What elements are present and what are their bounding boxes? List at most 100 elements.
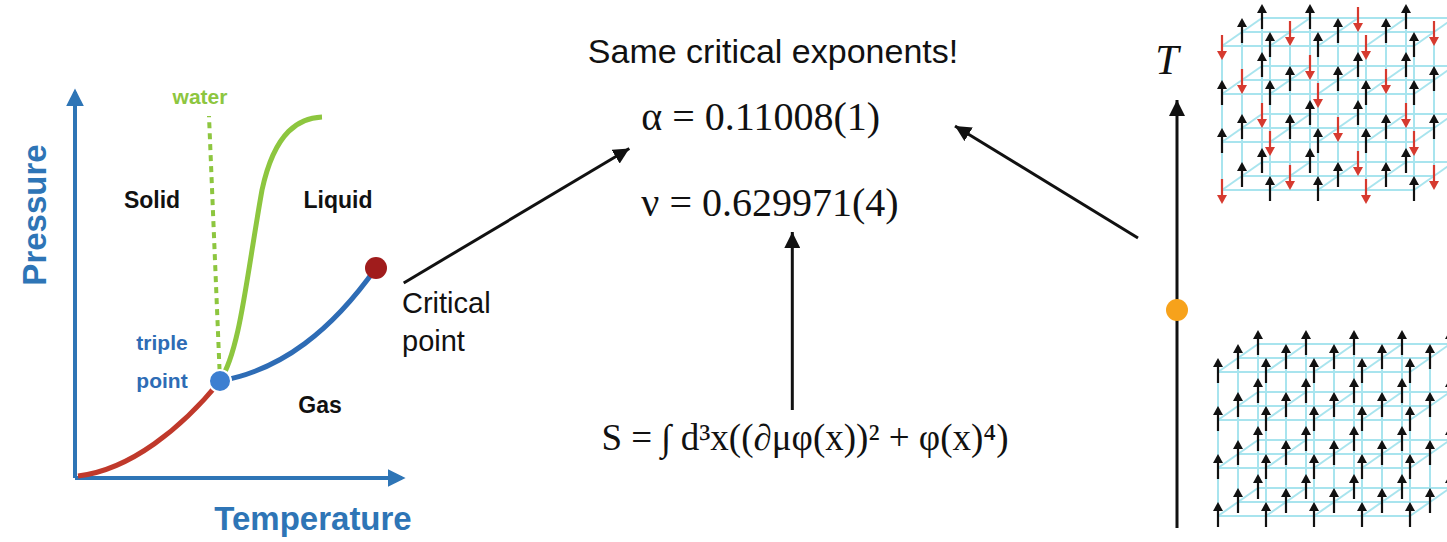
spin-down bbox=[1353, 151, 1363, 176]
diagram-title: Same critical exponents! bbox=[588, 32, 958, 71]
lattice-bond bbox=[1314, 344, 1354, 372]
spin-up bbox=[1409, 32, 1419, 57]
spin-shaft bbox=[1309, 55, 1311, 72]
spin-head bbox=[1253, 426, 1263, 435]
spin-up bbox=[1405, 454, 1415, 479]
spin-shaft bbox=[1317, 83, 1319, 100]
spin-up bbox=[1377, 440, 1387, 465]
spin-shaft bbox=[1257, 434, 1259, 451]
spin-up bbox=[1329, 392, 1339, 417]
spin-shaft bbox=[1261, 12, 1263, 29]
spin-head bbox=[1361, 195, 1371, 204]
spin-shaft bbox=[1385, 69, 1387, 86]
spin-down bbox=[1429, 165, 1439, 190]
lattice-bond bbox=[1318, 66, 1358, 94]
spin-up bbox=[1333, 66, 1343, 91]
lattice-bond bbox=[1365, 46, 1367, 190]
spin-head bbox=[1361, 128, 1371, 137]
spin-up bbox=[1397, 330, 1407, 355]
spin-up bbox=[1261, 358, 1271, 383]
lattice-bond bbox=[1266, 344, 1306, 372]
spin-up bbox=[1401, 148, 1411, 173]
region-label: Gas bbox=[298, 392, 341, 418]
spin-head bbox=[1349, 426, 1359, 435]
spin-head bbox=[1233, 344, 1243, 353]
spin-head bbox=[1409, 32, 1419, 41]
spin-down bbox=[1285, 21, 1295, 46]
spin-head bbox=[1361, 51, 1371, 60]
spin-shaft bbox=[1313, 510, 1315, 527]
lattice-bond bbox=[1405, 18, 1407, 162]
spin-head bbox=[1349, 474, 1359, 483]
spin-shaft bbox=[1401, 386, 1403, 403]
spin-shaft bbox=[1409, 366, 1411, 383]
spin-up bbox=[1357, 406, 1367, 431]
spin-up bbox=[1377, 344, 1387, 369]
spin-head bbox=[1397, 330, 1407, 339]
spin-head bbox=[1397, 426, 1407, 435]
spin-down bbox=[1409, 131, 1419, 156]
spin-shaft bbox=[1289, 21, 1291, 38]
spin-head bbox=[1285, 114, 1295, 123]
spin-shaft bbox=[1357, 60, 1359, 77]
lattice-bond bbox=[1366, 162, 1406, 190]
lattice-bond bbox=[1285, 358, 1287, 502]
spin-shaft bbox=[1257, 482, 1259, 499]
lattice-bond bbox=[1222, 114, 1262, 142]
spin-shaft bbox=[1241, 170, 1243, 187]
spin-shaft bbox=[1413, 40, 1415, 57]
spin-up bbox=[1285, 114, 1295, 139]
spin-up bbox=[1429, 114, 1439, 139]
spin-shaft bbox=[1405, 156, 1407, 173]
spin-shaft bbox=[1429, 496, 1431, 513]
lattice-bond bbox=[1217, 372, 1219, 516]
spin-head bbox=[1401, 52, 1411, 61]
spin-head bbox=[1425, 344, 1435, 353]
spin-up bbox=[1265, 176, 1275, 201]
lattice-bond bbox=[1265, 372, 1267, 516]
spin-shaft bbox=[1381, 448, 1383, 465]
spin-shaft bbox=[1285, 400, 1287, 417]
spin-head bbox=[1333, 66, 1343, 75]
lattice-bond bbox=[1266, 440, 1306, 468]
spin-shaft bbox=[1305, 434, 1307, 451]
lattice-bond bbox=[1333, 358, 1335, 502]
spin-head bbox=[1217, 195, 1227, 204]
spin-head bbox=[1357, 502, 1367, 511]
spin-up bbox=[1425, 344, 1435, 369]
lattice-bond bbox=[1262, 161, 1447, 163]
spin-head bbox=[1253, 330, 1263, 339]
lattice-arrow bbox=[955, 126, 1138, 238]
spin-up bbox=[1233, 440, 1243, 465]
spin-head bbox=[1329, 440, 1339, 449]
spin-head bbox=[1233, 488, 1243, 497]
spin-down bbox=[1381, 69, 1391, 94]
spin-up bbox=[1213, 406, 1223, 431]
spin-head bbox=[1409, 176, 1419, 185]
spin-shaft bbox=[1401, 482, 1403, 499]
spin-head bbox=[1257, 119, 1267, 128]
lattice-bond bbox=[1237, 358, 1239, 502]
lattice-bond bbox=[1270, 66, 1310, 94]
spin-shaft bbox=[1413, 88, 1415, 105]
spin-down bbox=[1257, 103, 1267, 128]
spin-up bbox=[1405, 502, 1415, 527]
spin-shaft bbox=[1221, 35, 1223, 52]
spin-shaft bbox=[1361, 462, 1363, 479]
lattice-bond bbox=[1433, 32, 1435, 176]
spin-head bbox=[1261, 454, 1271, 463]
spin-shaft bbox=[1317, 184, 1319, 201]
spin-shaft bbox=[1381, 400, 1383, 417]
spin-shaft bbox=[1357, 7, 1359, 24]
spin-head bbox=[1281, 392, 1291, 401]
spin-head bbox=[1425, 440, 1435, 449]
spin-head bbox=[1377, 440, 1387, 449]
spin-shaft bbox=[1269, 40, 1271, 57]
lattice-bond bbox=[1410, 440, 1447, 468]
spin-up bbox=[1301, 330, 1311, 355]
spin-head bbox=[1237, 18, 1247, 27]
lattice-bond bbox=[1314, 488, 1354, 516]
spin-up bbox=[1425, 488, 1435, 513]
